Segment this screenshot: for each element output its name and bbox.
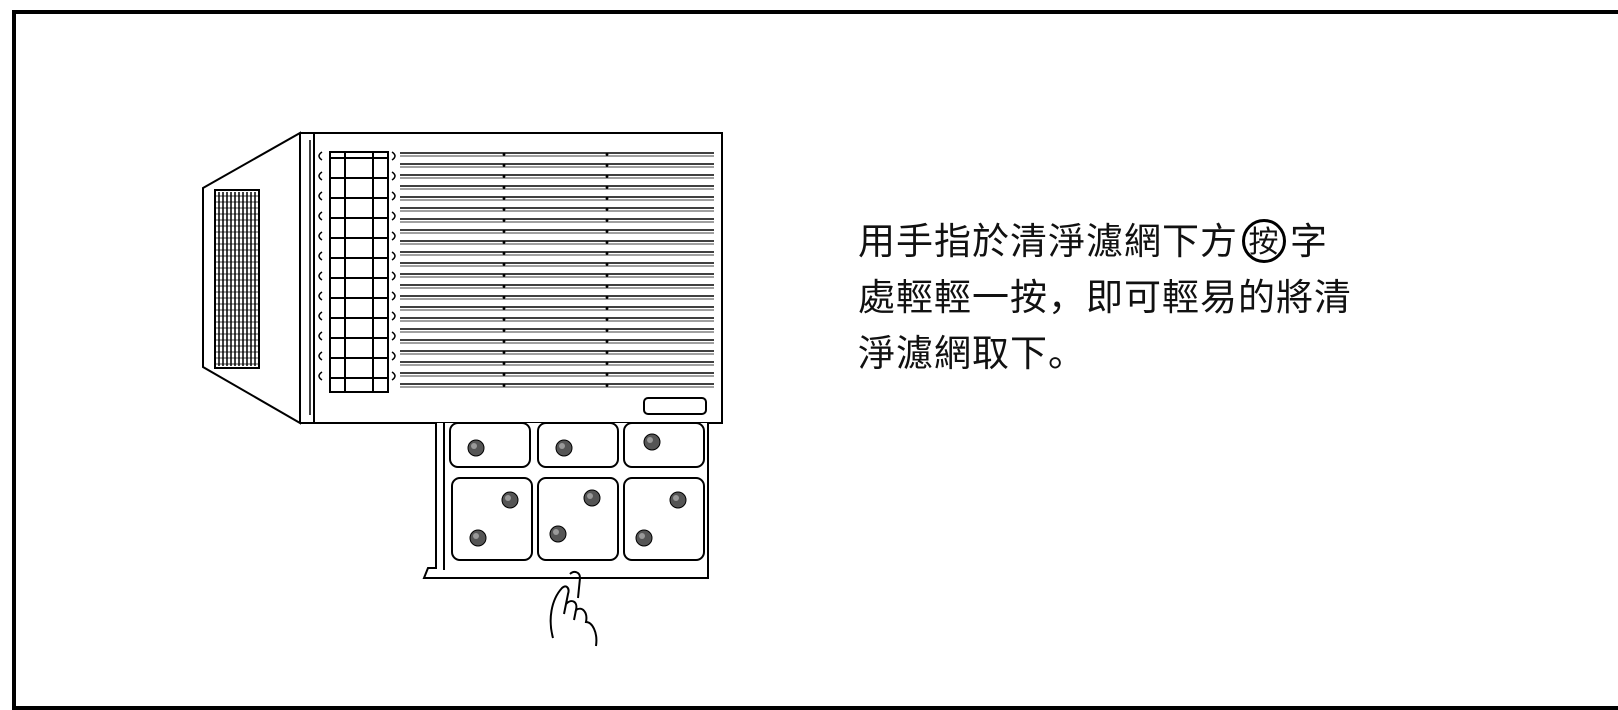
- ac-side-grille: [214, 189, 260, 369]
- filter-tray: [422, 422, 709, 579]
- instruction-line-1-end: 字: [1290, 220, 1328, 263]
- control-slot: [643, 397, 707, 415]
- side-grille-lines: [215, 192, 259, 366]
- circled-press-mark: 按: [1242, 219, 1286, 263]
- louver-cells: [318, 151, 396, 381]
- instruction-line-3: 淨濾網取下。: [858, 332, 1086, 375]
- instruction-line-1-start: 用手指於清淨濾網下方: [858, 220, 1238, 263]
- horizontal-louvres: [400, 152, 714, 388]
- air-conditioner-illustration: [202, 131, 723, 647]
- instruction-line-2: 處輕輕一按，即可輕易的將清: [858, 276, 1352, 319]
- hand-icon: [549, 585, 598, 647]
- louver-frame: [329, 151, 389, 393]
- instruction-line-1: 用手指於清淨濾網下方按字: [858, 214, 1378, 270]
- instruction-text: 用手指於清淨濾網下方按字 處輕輕一按，即可輕易的將清 淨濾網取下。: [858, 214, 1378, 382]
